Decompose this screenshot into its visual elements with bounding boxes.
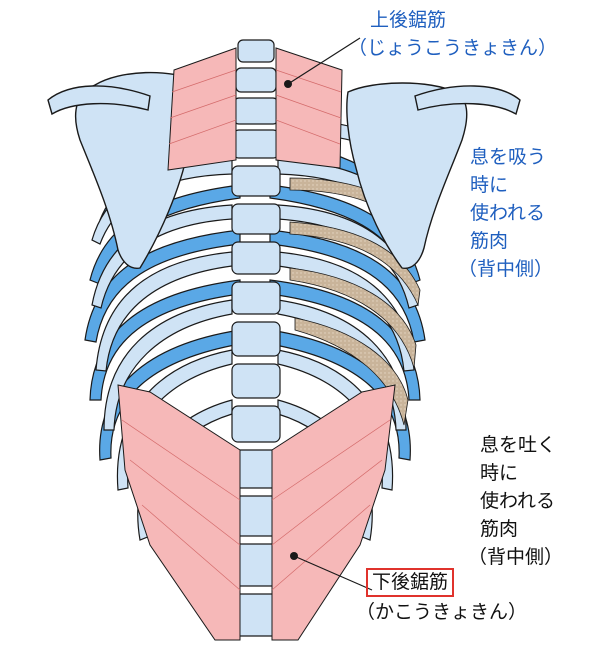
upper-serratus-posterior	[167, 47, 343, 171]
lower-muscle-name: 下後鋸筋	[366, 568, 455, 597]
exhale-line-5: （背中側）	[468, 546, 564, 568]
right-scapula	[346, 82, 468, 269]
upper-muscle-marker	[284, 80, 292, 88]
upper-muscle-name: 上後鋸筋	[370, 9, 447, 31]
exhale-line-1: 息を吐く	[480, 434, 557, 456]
inhale-line-2: 時に	[470, 174, 509, 196]
scapulae	[47, 71, 521, 269]
inhale-line-5: （背中側）	[458, 258, 554, 280]
lower-muscle-reading: （かこうきょきん）	[356, 601, 528, 623]
inhale-line-4: 筋肉	[470, 230, 509, 252]
lower-muscle-marker	[290, 552, 298, 560]
inhale-line-1: 息を吸う	[470, 146, 547, 168]
inhale-line-3: 使われる	[470, 202, 546, 224]
lower-serratus-posterior	[117, 384, 396, 641]
leader-lines	[287, 37, 373, 591]
upper-muscle-reading: （じょうこうきょきん）	[348, 37, 558, 59]
exhale-line-3: 使われる	[480, 490, 556, 512]
exhale-line-2: 時に	[480, 462, 519, 484]
exhale-line-4: 筋肉	[480, 518, 519, 540]
